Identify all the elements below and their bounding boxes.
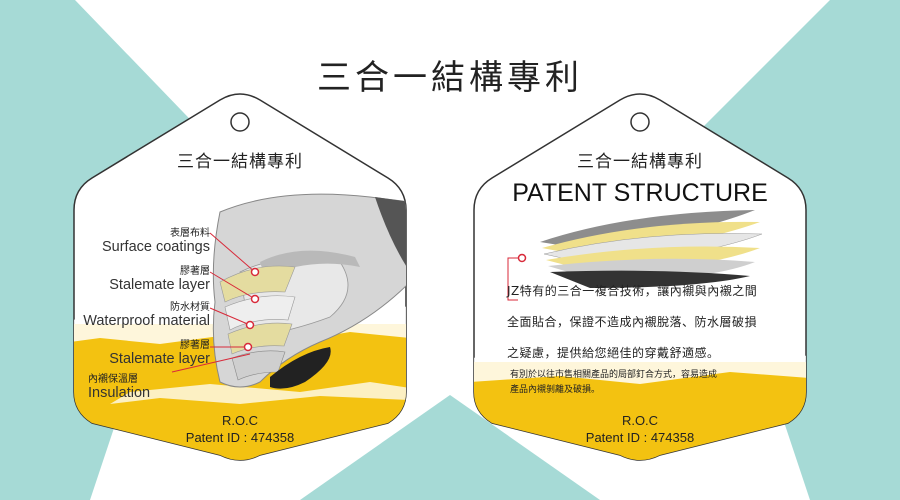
layer-markers: [243, 267, 260, 352]
origin-label: R.O.C: [221, 413, 259, 428]
layer-en: Insulation: [88, 385, 151, 401]
description-line: 全面貼合，保證不造成內襯脫落、防水層破損: [507, 315, 758, 329]
layer-en: Waterproof material: [83, 313, 210, 329]
patent-id: Patent ID : 474358: [585, 430, 695, 445]
left-tag-shape: [73, 93, 407, 461]
layer-label-stalemate-2: 膠著層 Stalemate layer: [90, 336, 210, 367]
layer-fabric-illustration: [540, 210, 763, 288]
hang-hole: [630, 112, 650, 132]
layer-zh: 膠著層: [180, 340, 210, 351]
layer-label-insulation: 內襯保溫層 Insulation: [88, 370, 198, 401]
layer-marker: [517, 253, 527, 263]
patent-id: Patent ID : 474358: [185, 430, 295, 445]
patent-structure-heading: PATENT STRUCTURE: [512, 179, 768, 207]
description-line: 之疑慮，提供給您絕佳的穿戴舒適感。: [507, 346, 720, 360]
note-line: 產品內襯剝離及破損。: [510, 385, 601, 395]
left-tag-title: 三合一結構專利: [177, 152, 303, 172]
hang-hole: [230, 112, 250, 132]
layer-zh: 表層布料: [170, 228, 210, 239]
brush-texture: [474, 350, 806, 384]
layer-zh: 膠著層: [180, 266, 210, 277]
layer-en: Stalemate layer: [109, 351, 210, 367]
layer-zh: 防水材質: [170, 302, 210, 313]
layer-zh: 內襯保溫層: [88, 374, 138, 385]
note-line: 有別於以往市售相關產品的局部釘合方式，容易造成: [510, 370, 718, 380]
leader-line: [507, 257, 522, 301]
layer-label-waterproof: 防水材質 Waterproof material: [75, 298, 210, 329]
left-hang-tag: 三合一結構專利 表層布料 Surface coatings 膠著層 Stalem…: [70, 92, 410, 467]
leader-lines: [171, 232, 256, 373]
layer-label-surface: 表層布料 Surface coatings: [90, 224, 210, 255]
layer-label-stalemate-1: 膠著層 Stalemate layer: [90, 262, 210, 293]
layer-en: Surface coatings: [101, 239, 210, 255]
origin-label: R.O.C: [621, 413, 659, 428]
right-hang-tag: 三合一結構專利 PATENT STRUCTURE JZ特有的三合一複合技術，讓內…: [470, 92, 810, 467]
glove-illustration: [212, 193, 406, 389]
description-line: JZ特有的三合一複合技術，讓內襯與內襯之間: [507, 284, 758, 298]
right-tag-shape: [473, 93, 807, 461]
page-title: 三合一結構專利: [317, 58, 583, 98]
teal-shape-bottom: [300, 395, 600, 500]
layer-en: Stalemate layer: [109, 277, 210, 293]
right-tag-title: 三合一結構專利: [577, 152, 703, 172]
